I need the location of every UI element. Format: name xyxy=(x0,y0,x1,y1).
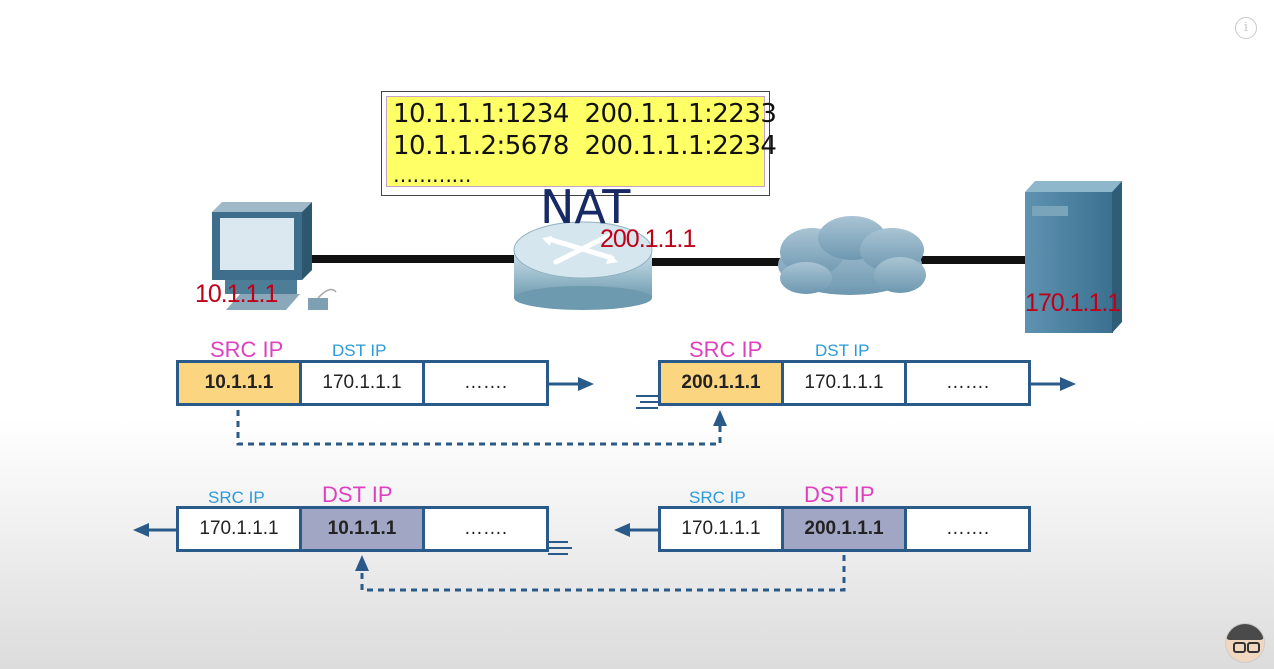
server-ip-label: 170.1.1.1 xyxy=(1025,289,1121,317)
translation-connector-top xyxy=(236,410,722,446)
translation-connector-bottom xyxy=(360,555,846,592)
packet-src-cell: 170.1.1.1 xyxy=(661,509,784,549)
packet-inbound-after: 170.1.1.1 10.1.1.1 ……. xyxy=(176,506,549,552)
src-ip-label: SRC IP xyxy=(208,488,265,507)
dst-ip-label: DST IP xyxy=(332,341,387,360)
packet-payload-cell: ……. xyxy=(945,372,990,393)
packet-payload-cell: ……. xyxy=(463,518,508,539)
packet-src-cell: 200.1.1.1 xyxy=(661,363,784,403)
dst-ip-label: DST IP xyxy=(804,482,875,507)
cloud-icon xyxy=(778,216,926,295)
nat-label: NAT xyxy=(540,180,631,234)
computer-icon xyxy=(212,202,337,310)
connector-arrow-top xyxy=(713,410,727,426)
server-icon xyxy=(1025,181,1122,333)
info-icon[interactable]: i xyxy=(1235,17,1257,39)
dst-ip-label: DST IP xyxy=(322,482,393,507)
router-icon xyxy=(513,221,653,310)
nat-table-row-2: 10.1.1.2:5678 200.1.1.1:2234 xyxy=(393,131,777,161)
packet-inbound-before: 170.1.1.1 200.1.1.1 ……. xyxy=(658,506,1031,552)
src-ip-label: SRC IP xyxy=(689,488,746,507)
packet-src-cell: 10.1.1.1 xyxy=(179,363,302,403)
nat-translation-table: 10.1.1.1:1234 200.1.1.1:2233 10.1.1.2:56… xyxy=(381,91,777,196)
nat-table-row-3: ………… xyxy=(393,163,472,187)
src-ip-label: SRC IP xyxy=(210,337,284,362)
packet-outbound-before: 10.1.1.1 170.1.1.1 ……. xyxy=(176,360,549,406)
packet-dst-cell: 200.1.1.1 xyxy=(784,509,907,549)
packet-dst-cell: 10.1.1.1 xyxy=(302,509,425,549)
packet-outbound-after: 200.1.1.1 170.1.1.1 ……. xyxy=(658,360,1031,406)
client-ip-label: 10.1.1.1 xyxy=(195,280,278,308)
packet-dst-cell: 170.1.1.1 xyxy=(302,363,425,403)
router-ip-label: 200.1.1.1 xyxy=(600,225,696,253)
packet-payload-cell: ……. xyxy=(463,372,508,393)
avatar[interactable] xyxy=(1225,623,1265,663)
packet-payload-cell: ……. xyxy=(945,518,990,539)
packet-arrows xyxy=(133,377,1076,537)
dst-ip-label: DST IP xyxy=(815,341,870,360)
packet-dst-cell: 170.1.1.1 xyxy=(784,363,907,403)
packet-src-cell: 170.1.1.1 xyxy=(179,509,302,549)
nat-table-row-1: 10.1.1.1:1234 200.1.1.1:2233 xyxy=(393,99,777,129)
src-ip-label: SRC IP xyxy=(689,337,763,362)
connector-arrow-bottom xyxy=(355,555,369,571)
motion-lines xyxy=(548,395,658,555)
